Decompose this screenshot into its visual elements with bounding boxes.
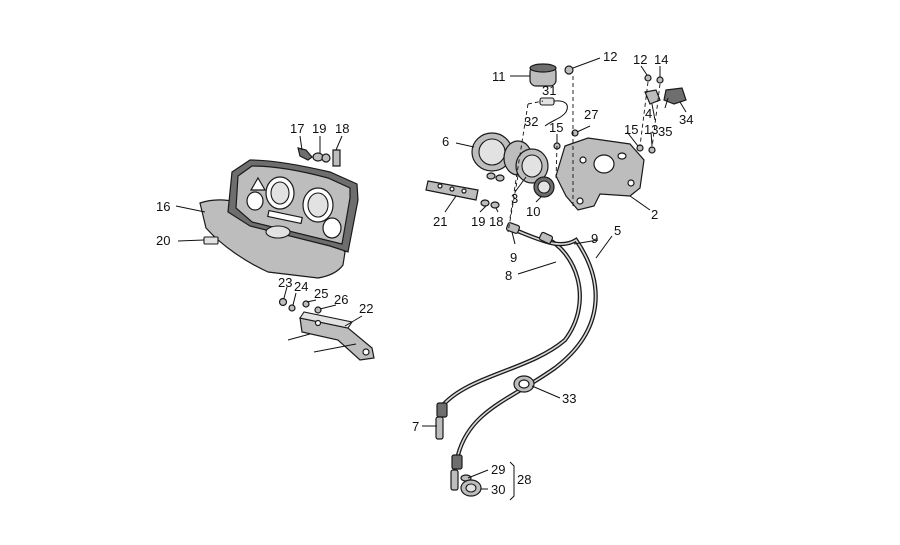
callout-24: 24 [294,279,308,294]
part-11-cylinder [529,63,557,87]
callout-27: 27 [584,107,598,122]
wiring-lead [539,97,568,127]
instrument-panel-housing [199,159,359,279]
callout-21: 21 [433,214,447,229]
callout-12: 12 [633,52,647,67]
small-fasteners [278,297,322,314]
callout-4: 4 [645,106,652,121]
part-27-screw [571,129,579,137]
callout-31: 31 [542,83,556,98]
callout-3: 3 [511,191,518,206]
part-20-clip [203,236,219,245]
callout-8: 8 [505,268,512,283]
callout-22: 22 [359,301,373,316]
callout-18: 18 [489,214,503,229]
callout-13: 13 [644,122,658,137]
callout-9: 9 [510,250,517,265]
callout-30: 30 [491,482,505,497]
callout-15: 15 [624,122,638,137]
callout-labels: 11 12 12 14 31 32 27 4 15 15 13 35 34 6 … [156,49,693,497]
switch-cluster [636,74,687,154]
gauge-mounting-plate [555,137,645,211]
callout-26: 26 [334,292,348,307]
callout-32: 32 [524,114,538,129]
drive-fitting-parts [460,474,482,497]
assembly-dash-lines [507,76,661,233]
callout-9: 9 [591,231,598,246]
callout-20: 20 [156,233,170,248]
callout-34: 34 [679,112,693,127]
callout-11: 11 [492,69,506,84]
callout-12: 12 [603,49,617,64]
callout-14: 14 [654,52,668,67]
callout-17: 17 [290,121,304,136]
terminal-strip [425,180,479,201]
callout-29: 29 [491,462,505,477]
grommet-ring [513,375,535,393]
callout-6: 6 [442,134,449,149]
tachometer-gauge [515,148,549,184]
part-12-nut [564,65,574,75]
callout-19: 19 [312,121,326,136]
callout-leaders [175,57,687,501]
bulb-holder-parts [297,147,341,167]
part-10-gauge [533,176,555,198]
callout-18: 18 [335,121,349,136]
callout-28: 28 [517,472,531,487]
callout-19: 19 [471,214,485,229]
callout-33: 33 [562,391,576,406]
callout-15: 15 [549,120,563,135]
callout-35: 35 [658,124,672,139]
callout-25: 25 [314,286,328,301]
callout-7: 7 [412,419,419,434]
speedometer-cables [435,222,598,491]
mounting-bracket [299,311,375,361]
callout-23: 23 [278,275,292,290]
callout-16: 16 [156,199,170,214]
callout-2: 2 [651,207,658,222]
callout-10: 10 [526,204,540,219]
bulb-sockets [480,172,505,209]
callout-5: 5 [614,223,621,238]
